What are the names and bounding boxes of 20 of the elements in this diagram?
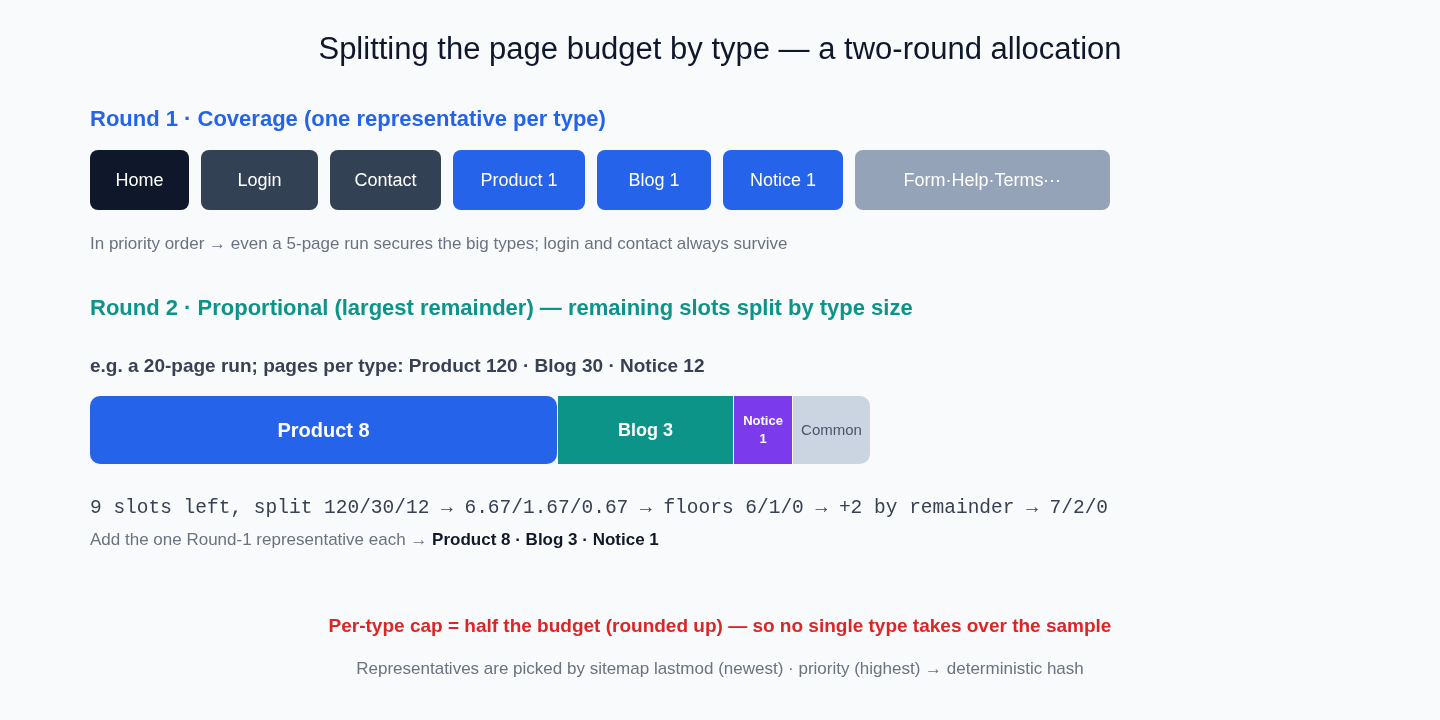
bar-segment: Common — [793, 396, 870, 464]
page-type-box: Notice 1 — [723, 150, 843, 210]
bar-segment: Notice 1 — [734, 396, 792, 464]
calculation-text: 9 slots left, split 120/30/12 → 6.67/1.67/0.67 → floors 6/1/0 → +2 by remainder → 7/2/0 — [90, 497, 1109, 521]
page-type-box: Blog 1 — [597, 150, 711, 210]
page-type-box: Home — [90, 150, 189, 210]
bar-segment: Product 8 — [90, 396, 557, 464]
page-type-box: Login — [201, 150, 318, 210]
page-type-box: Form·Help·Terms⋯ — [855, 150, 1110, 210]
section-heading: Round 1 · Coverage (one representative per type) — [90, 106, 606, 133]
diagram-title: Splitting the page budget by type — a two-round allocation — [318, 30, 1122, 68]
bar-segment: Blog 3 — [558, 396, 733, 464]
section-heading: Round 2 · Proportional (largest remainder) — remaining slots split by type size — [90, 295, 913, 322]
note-text: Add the one Round-1 representative each → Product 8 · Blog 3 · Notice 1 — [90, 530, 659, 551]
note-text: Representatives are picked by sitemap lastmod (newest) · priority (highest) → deterministic hash — [356, 659, 1084, 680]
note-text: In priority order → even a 5-page run secures the big types; login and contact always survive — [90, 234, 788, 255]
cap-rule-text: Per-type cap = half the budget (rounded up) — so no single type takes over the sample — [328, 615, 1112, 638]
page-type-box: Contact — [330, 150, 441, 210]
example-text: e.g. a 20-page run; pages per type: Product 120 · Blog 30 · Notice 12 — [90, 355, 705, 378]
page-type-box: Product 1 — [453, 150, 585, 210]
